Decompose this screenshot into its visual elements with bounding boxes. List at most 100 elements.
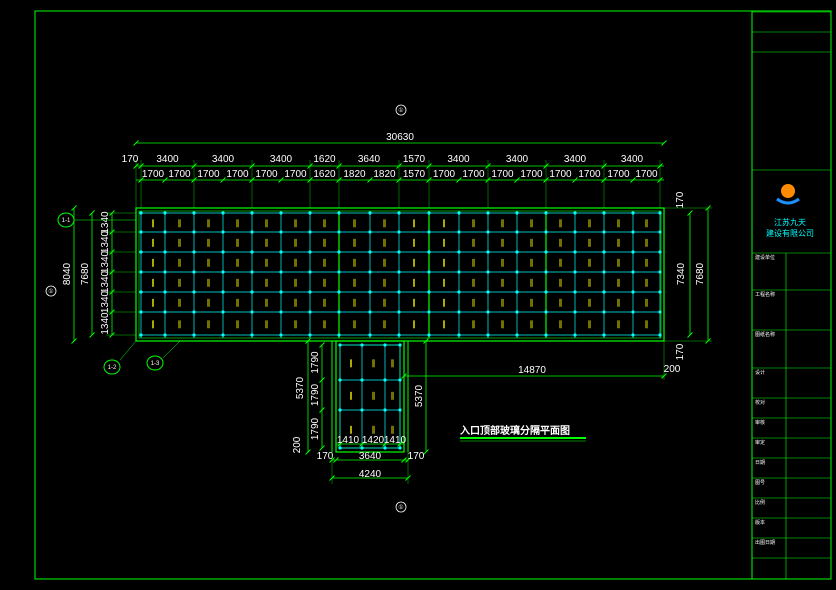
grid-node	[427, 310, 431, 314]
grid-node	[658, 230, 662, 234]
entrance-glass-mark: ∥	[349, 359, 353, 368]
dim-span-14870: 14870	[518, 365, 546, 376]
axis-tag-2-ellipse	[103, 359, 121, 375]
grid-node	[192, 270, 196, 274]
glass-pane-mark: ∥	[236, 219, 240, 228]
grid-node	[515, 211, 519, 215]
glass-pane-mark: ∥	[383, 258, 387, 267]
grid-node	[250, 333, 254, 337]
grid-node	[397, 310, 401, 314]
grid-node	[250, 270, 254, 274]
dim-row2-label: 1700	[142, 169, 165, 180]
glass-pane-mark: ∥	[383, 278, 387, 287]
glass-pane-mark: ∥	[353, 278, 357, 287]
glass-pane-mark: ∥	[472, 320, 476, 329]
grid-node	[573, 250, 577, 254]
glass-pane-mark: ∥	[617, 238, 621, 247]
grid-node	[221, 290, 225, 294]
grid-node	[602, 310, 606, 314]
glass-pane-mark: ∥	[501, 298, 505, 307]
glass-pane-mark: ∥	[265, 219, 269, 228]
grid-node	[658, 290, 662, 294]
grid-node	[602, 230, 606, 234]
grid-node	[368, 310, 372, 314]
entrance-grid-node	[383, 446, 387, 450]
axis-marker-top: ①	[398, 107, 403, 114]
dim-ext-left-outer: 5370	[295, 376, 306, 399]
glass-pane-mark: ∥	[530, 298, 534, 307]
entrance-grid-node	[383, 378, 387, 382]
dim-tick	[89, 210, 95, 216]
dim-ext-4240: 4240	[359, 469, 382, 480]
company-logo	[776, 184, 800, 205]
glass-pane-mark: ∥	[530, 219, 534, 228]
glass-pane-mark: ∥	[265, 320, 269, 329]
grid-node	[573, 211, 577, 215]
entrance-grid-node	[338, 408, 342, 412]
grid-node	[250, 211, 254, 215]
grid-node	[457, 230, 461, 234]
drawing-title: 入口顶部玻璃分隔平面图	[460, 424, 570, 437]
glass-pane-mark: ∥	[559, 258, 563, 267]
glass-pane-mark: ∥	[265, 238, 269, 247]
title-block: 江苏九天 建设有限公司 建设单位工程名称图纸名称设计校对审核审定日期图号比例版本…	[752, 11, 831, 579]
grid-node	[192, 290, 196, 294]
dim-tick	[485, 177, 491, 183]
dim-row1-label: 170	[122, 154, 139, 165]
glass-pane-mark: ∥	[645, 238, 649, 247]
grid-node	[192, 333, 196, 337]
glass-pane-mark: ∥	[151, 278, 155, 287]
grid-node	[427, 230, 431, 234]
grid-node	[250, 230, 254, 234]
grid-node	[250, 290, 254, 294]
glass-pane-mark: ∥	[151, 219, 155, 228]
grid-node	[308, 333, 312, 337]
entrance-grid-node	[398, 446, 402, 450]
axis-marker-bottom-circle	[395, 501, 407, 513]
grid-node	[308, 270, 312, 274]
title-block-row-label: 图纸名称	[755, 331, 775, 338]
entrance-grid-node	[360, 446, 364, 450]
glass-pane-mark: ∥	[294, 278, 298, 287]
grid-node	[486, 270, 490, 274]
glass-pane-mark: ∥	[442, 258, 446, 267]
grid-node	[192, 250, 196, 254]
dim-tick	[572, 177, 578, 183]
grid-node	[279, 310, 283, 314]
grid-node	[573, 230, 577, 234]
grid-node	[631, 211, 635, 215]
glass-pane-mark: ∥	[442, 278, 446, 287]
glass-pane-mark: ∥	[588, 320, 592, 329]
glass-pane-mark: ∥	[617, 219, 621, 228]
glass-pane-mark: ∥	[323, 278, 327, 287]
glass-pane-mark: ∥	[294, 320, 298, 329]
glass-pane-mark: ∥	[207, 320, 211, 329]
dim-tick	[319, 407, 325, 413]
dim-tick	[305, 338, 311, 344]
grid-node	[457, 290, 461, 294]
glass-pane-mark: ∥	[236, 298, 240, 307]
dim-ext-left-row: 1790	[310, 383, 321, 406]
glass-pane-mark: ∥	[588, 238, 592, 247]
dim-tick	[426, 177, 432, 183]
grid-node	[279, 250, 283, 254]
glass-pane-mark: ∥	[472, 298, 476, 307]
grid-node	[515, 270, 519, 274]
grid-node	[486, 250, 490, 254]
grid-node	[397, 333, 401, 337]
glass-pane-mark: ∥	[353, 219, 357, 228]
glass-pane-mark: ∥	[178, 298, 182, 307]
grid-node	[163, 310, 167, 314]
glass-pane-mark: ∥	[645, 298, 649, 307]
axis-tag-leader	[119, 340, 137, 361]
glass-pane-mark: ∥	[294, 298, 298, 307]
grid-node	[631, 270, 635, 274]
grid-node	[486, 230, 490, 234]
grid-node	[457, 270, 461, 274]
dim-tick	[601, 177, 607, 183]
glass-pane-mark: ∥	[236, 278, 240, 287]
glass-pane-mark: ∥	[178, 278, 182, 287]
grid-node	[308, 250, 312, 254]
glass-pane-mark: ∥	[265, 278, 269, 287]
